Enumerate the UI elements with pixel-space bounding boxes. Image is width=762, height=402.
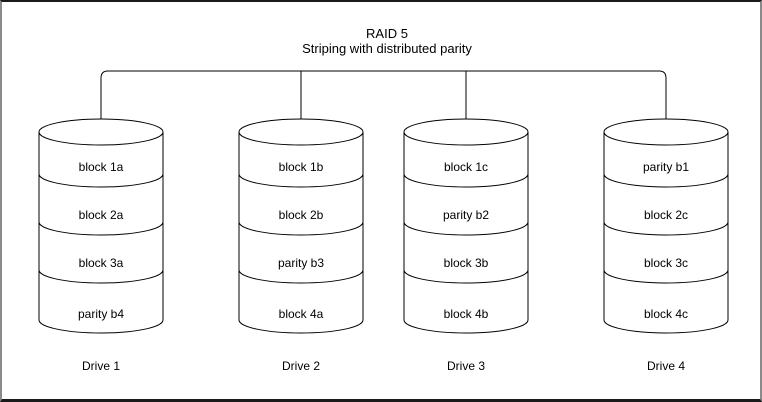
section-divider [403, 221, 529, 236]
section-divider [38, 173, 164, 188]
section-divider [603, 173, 729, 188]
title-block: RAID 5 Striping with distributed parity [25, 26, 749, 56]
drive-4-cylinder [603, 118, 729, 334]
section-divider [38, 221, 164, 236]
drive-label: Drive 4 [646, 359, 685, 373]
block-label: parity b4 [77, 307, 125, 321]
section-divider [238, 269, 364, 284]
block-label: block 1c [443, 160, 489, 174]
drive-3-cylinder [403, 118, 529, 334]
drive-1-cylinder [38, 118, 164, 334]
block-label: block 3a [78, 256, 124, 270]
section-divider [238, 173, 364, 188]
drive-label: Drive 1 [81, 359, 120, 373]
block-label: block 3c [643, 256, 689, 270]
block-label: block 2a [78, 208, 124, 222]
drive-label: Drive 3 [446, 359, 485, 373]
section-divider [603, 221, 729, 236]
section-divider [603, 269, 729, 284]
block-label: block 3b [443, 256, 489, 270]
section-divider [403, 173, 529, 188]
block-label: parity b2 [442, 208, 490, 222]
block-label: parity b1 [642, 160, 690, 174]
block-label: block 1b [278, 160, 324, 174]
diagram-subtitle: Striping with distributed parity [302, 41, 472, 56]
block-label: parity b3 [277, 256, 325, 270]
block-label: block 1a [78, 160, 124, 174]
block-label: block 2c [643, 208, 689, 222]
section-divider [38, 269, 164, 284]
block-label: block 2b [278, 208, 324, 222]
block-label: block 4a [278, 307, 324, 321]
block-label: block 4b [443, 307, 489, 321]
drive-label: Drive 2 [281, 359, 320, 373]
drive-2-cylinder [238, 118, 364, 334]
section-divider [238, 221, 364, 236]
block-label: block 4c [643, 307, 689, 321]
diagram-title: RAID 5 [366, 26, 408, 41]
bus-connector-line [100, 70, 667, 121]
section-divider [403, 269, 529, 284]
